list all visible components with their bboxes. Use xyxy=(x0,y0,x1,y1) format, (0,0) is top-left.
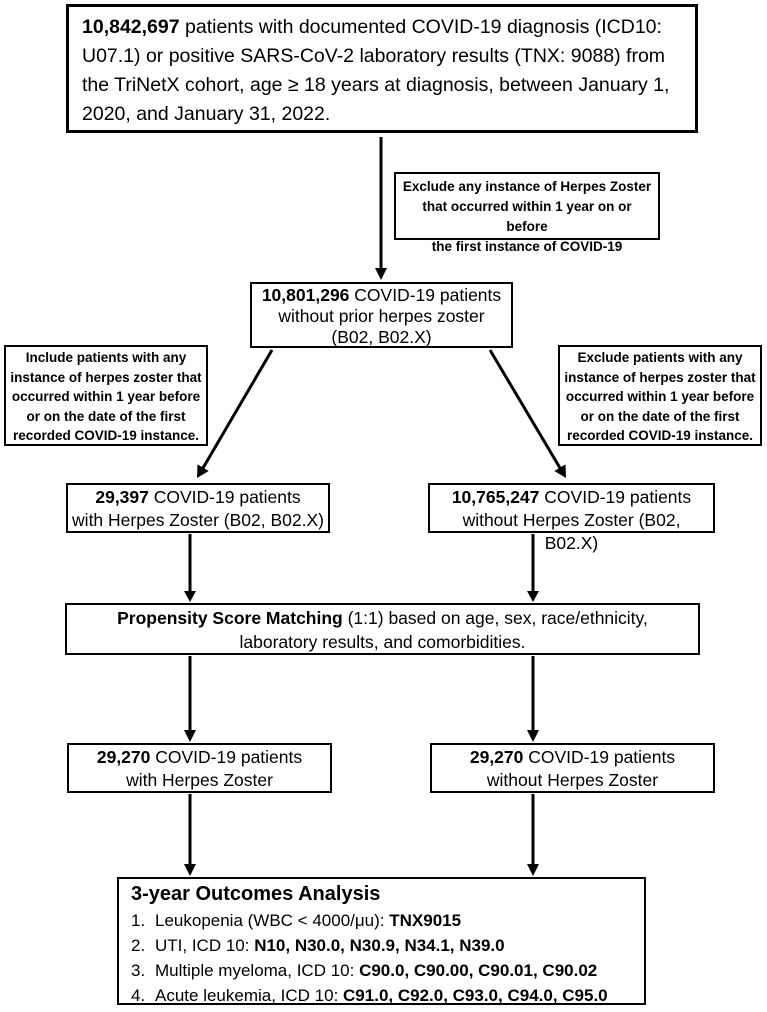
no-zoster-cohort-line2: without Herpes Zoster (B02, B02.X) xyxy=(462,510,681,553)
propensity-matching-box: Propensity Score Matching (1:1) based on… xyxy=(65,603,700,655)
arrow-initial-to-no-prior xyxy=(375,137,387,280)
no-prior-zoster-line3: (B02, B02.X) xyxy=(331,327,432,347)
initial-cohort-count: 10,842,697 xyxy=(82,16,180,38)
arrow-zoster-to-psm xyxy=(184,534,196,602)
zoster-cohort-line2: with Herpes Zoster (B02, B02.X) xyxy=(72,510,324,530)
arrow-psm-to-matched-zoster xyxy=(184,656,196,742)
arrow-to-no-zoster-cohort xyxy=(488,349,566,478)
matched-no-zoster-line1: 29,270 COVID-19 patients xyxy=(469,747,676,767)
arrow-matched-no-zoster-to-outcomes xyxy=(527,794,539,876)
matched-no-zoster-line2: without Herpes Zoster xyxy=(486,770,659,790)
initial-cohort-box: 10,842,697 patients with documented COVI… xyxy=(66,4,698,133)
no-zoster-cohort-box: 10,765,247 COVID-19 patients without Her… xyxy=(428,483,715,553)
zoster-cohort-line1: 29,397 COVID-19 patients xyxy=(95,487,301,507)
outcome-item-acute-leukemia: 4. Acute leukemia, ICD 10: C91.0, C92.0,… xyxy=(131,986,608,1005)
outcomes-title: 3-year Outcomes Analysis xyxy=(131,883,381,905)
initial-cohort-text: patients with documented COVID-19 diagno… xyxy=(82,16,670,125)
arrow-psm-to-matched-no-zoster xyxy=(527,656,539,742)
no-prior-zoster-box: 10,801,296 COVID-19 patients without pri… xyxy=(250,282,513,348)
matched-zoster-box: 29,270 COVID-19 patients with Herpes Zos… xyxy=(67,743,332,793)
no-prior-zoster-line1: 10,801,296 COVID-19 patients xyxy=(261,285,502,305)
zoster-cohort-box: 29,397 COVID-19 patients with Herpes Zos… xyxy=(66,483,330,533)
arrow-to-zoster-cohort xyxy=(197,349,274,478)
outcome-item-uti: 2. UTI, ICD 10: N10, N30.0, N30.9, N34.1… xyxy=(131,936,505,955)
matched-zoster-line1: 29,270 COVID-19 patients xyxy=(96,747,303,767)
no-zoster-cohort-line1: 10,765,247 COVID-19 patients xyxy=(451,487,692,507)
arrow-matched-zoster-to-outcomes xyxy=(184,794,196,876)
matched-no-zoster-box: 29,270 COVID-19 patients without Herpes … xyxy=(430,743,715,793)
outcome-item-leukopenia: 1. Leukopenia (WBC < 4000/μu): TNX9015 xyxy=(131,911,462,930)
matched-zoster-line2: with Herpes Zoster xyxy=(126,770,273,790)
outcome-item-multiple-myeloma: 3. Multiple myeloma, ICD 10: C90.0, C90.… xyxy=(131,961,598,980)
no-prior-zoster-line2: without prior herpes zoster xyxy=(278,306,485,326)
outcomes-box: 3-year Outcomes Analysis 1. Leukopenia (… xyxy=(117,877,646,1005)
